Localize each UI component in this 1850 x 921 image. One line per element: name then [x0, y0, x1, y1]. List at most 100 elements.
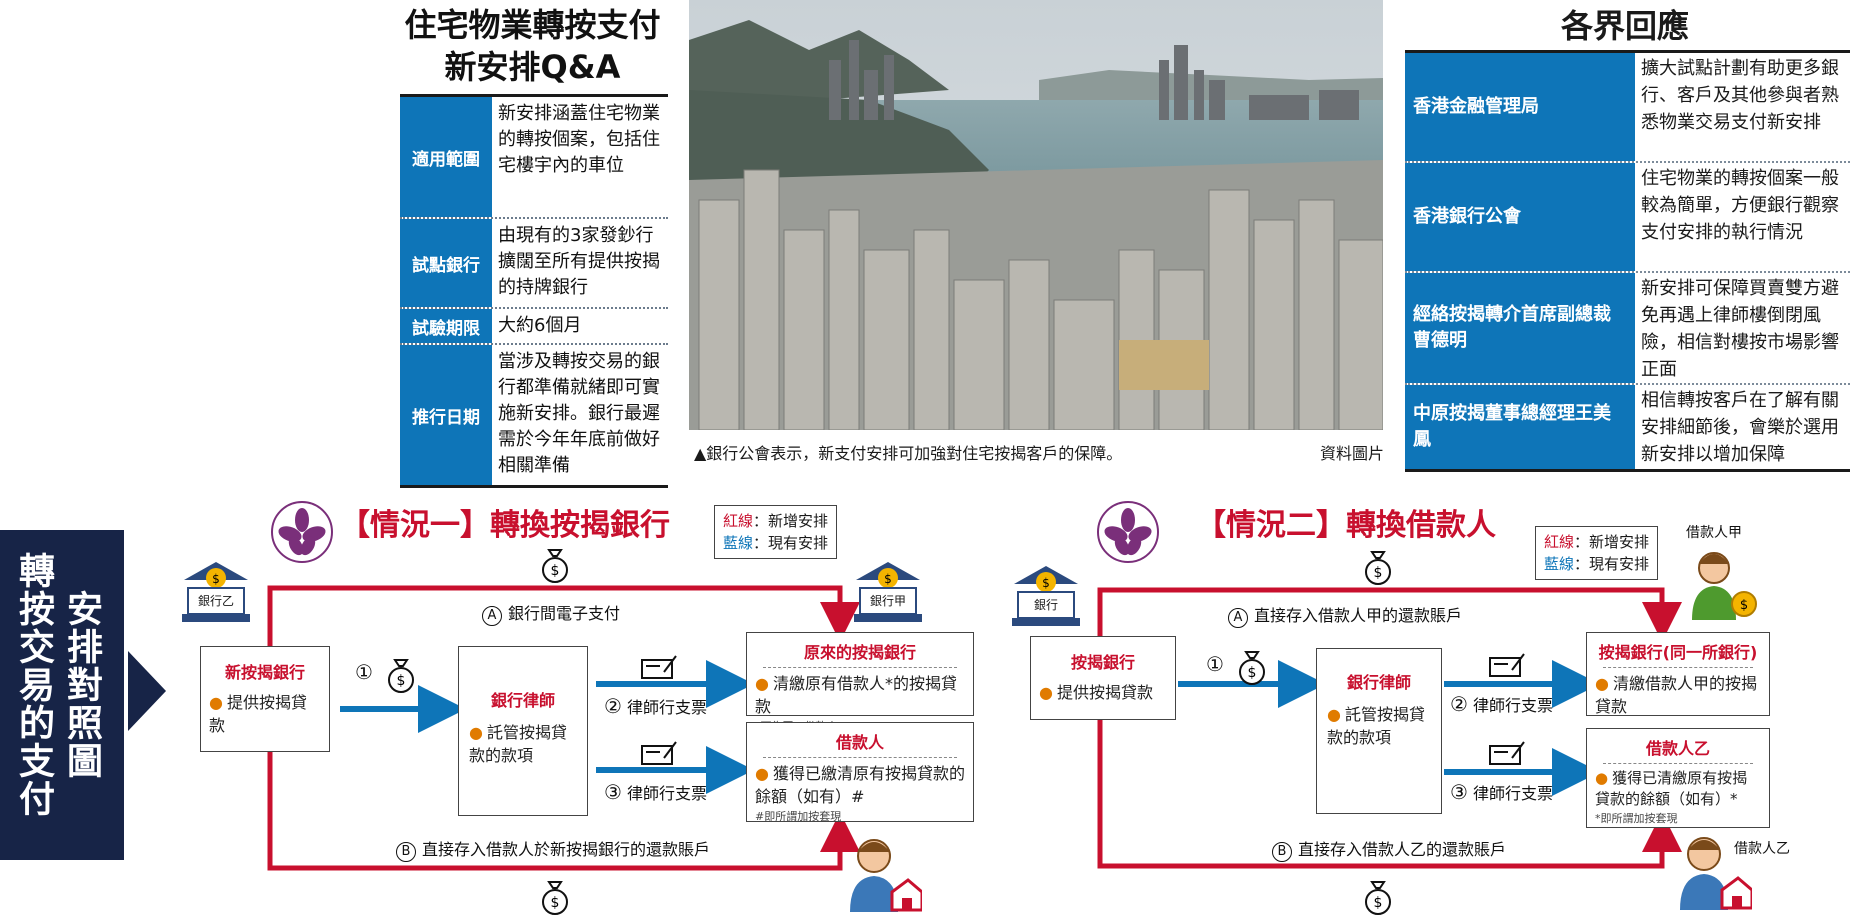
s1-step3-label: ③ 律師行支票 — [604, 780, 707, 804]
response-label: 香港銀行公會 — [1405, 163, 1635, 271]
money-bag-icon: $ — [1365, 881, 1391, 915]
s2-route-a-line — [1097, 587, 1682, 642]
cheque-icon — [1489, 653, 1525, 677]
s2-step2-num: ② — [1450, 692, 1468, 716]
bank-a-building-icon: $ 銀行甲 — [852, 558, 924, 626]
s1-route-b-line — [267, 752, 860, 871]
s2-lawyer-card: 銀行律師 ●託管按揭貸款的款項 — [1316, 648, 1442, 814]
s1-borrower-note: #即所謂加按套現 — [755, 810, 842, 823]
route-b-marker: B — [1272, 842, 1292, 862]
cheque-icon — [641, 741, 677, 765]
cheque-icon — [641, 655, 677, 679]
s2-borrower-b-title: 借款人乙 — [1645, 739, 1710, 758]
s1-borrower-text: 獲得已繳清原有按揭貸款的餘額（如有）# — [755, 764, 965, 806]
qa-table: 適用範圍 新安排涵蓋住宅物業的轉按個案，包括住宅樓宇內的車位 試點銀行 由現有的… — [400, 94, 668, 488]
s2-route-a-label: A 直接存入借款人甲的還款賬戶 — [1228, 602, 1462, 628]
s2-lawyer-text: 託管按揭貸款的款項 — [1327, 705, 1425, 747]
borrower-b-person-icon — [1680, 837, 1752, 910]
scenario1-legend: 紅線：新增安排 藍線：現有安排 — [714, 505, 838, 559]
response-label: 中原按揭董事總經理王美鳳 — [1405, 385, 1635, 469]
s2-route-b-text: 直接存入借款人乙的還款賬戶 — [1298, 840, 1507, 859]
qa-title: 住宅物業轉按支付 新安排Q&A — [395, 4, 670, 88]
s1-lawyer-text: 託管按揭貸款的款項 — [469, 723, 567, 765]
s1-lawyer-card: 銀行律師 ●託管按揭貸款的款項 — [458, 646, 588, 816]
photo-caption-row: ▲銀行公會表示，新支付安排可加強對住宅按揭客戶的保障。 資料圖片 — [694, 440, 1384, 464]
s2-step2-text: 律師行支票 — [1473, 696, 1554, 715]
qa-value: 新安排涵蓋住宅物業的轉按個案，包括住宅樓宇內的車位 — [498, 103, 660, 176]
svg-text:$: $ — [1374, 895, 1383, 911]
legend-red-word: 紅線 — [723, 512, 754, 530]
s1-step2-text: 律師行支票 — [627, 698, 708, 717]
s2-same-bank-card: 按揭銀行(同一所銀行) ●清繳借款人甲的按揭貸款 — [1586, 632, 1770, 716]
s2-step3-label: ③ 律師行支票 — [1450, 780, 1553, 804]
s2-step3-num: ③ — [1450, 780, 1468, 804]
response-value: 擴大試點計劃有助更多銀行、客戶及其他參與者熟悉物業交易支付新安排 — [1641, 58, 1839, 133]
borrower-a-person-icon: $ — [1692, 552, 1757, 620]
bauhinia-emblem-icon — [271, 501, 333, 563]
borrower-person-icon — [850, 839, 922, 912]
response-label: 香港金融管理局 — [1405, 53, 1635, 161]
s1-new-bank-card: 新按揭銀行 ●提供按揭貸款 — [200, 646, 330, 752]
s1-route-a-line — [267, 585, 860, 646]
qa-label: 試驗期限 — [400, 309, 492, 343]
s1-borrower-card: 借款人 ●獲得已繳清原有按揭貸款的餘額（如有）# #即所謂加按套現 — [746, 722, 974, 823]
money-bag-icon: $ — [1239, 651, 1265, 685]
s1-step3-num: ③ — [604, 780, 622, 804]
qa-label: 適用範圍 — [400, 97, 492, 217]
response-row: 中原按揭董事總經理王美鳳 相信轉按客戶在了解有關安排細節後，會樂於選用新安排以增… — [1405, 385, 1850, 472]
s2-step1: ① — [1206, 652, 1224, 676]
responses-title: 各界回應 — [1560, 7, 1689, 45]
s2-lender-title: 按揭銀行 — [1070, 653, 1135, 672]
s2-lender-card: 按揭銀行 ●提供按揭貸款 — [1030, 636, 1176, 720]
sidebar-title-col1: 安排對照圖 — [61, 590, 102, 780]
qa-title-line2: 新安排Q&A — [444, 48, 621, 86]
response-row: 經絡按揭轉介首席副總裁曹德明 新安排可保障買賣雙方避免再遇上律師樓倒閉風險，相信… — [1405, 273, 1850, 385]
cheque-icon — [1489, 741, 1525, 765]
money-bag-icon: $ — [542, 881, 568, 915]
bank-label: 銀行 — [1033, 598, 1058, 612]
s2-borrower-b-text: 獲得已清繳原有按揭貸款的餘額（如有）* — [1595, 769, 1748, 808]
bank-b-label: 銀行乙 — [197, 594, 234, 608]
legend-blue-word: 藍線 — [1544, 555, 1575, 573]
legend-blue-text: ：現有安排 — [753, 534, 829, 552]
qa-label: 推行日期 — [400, 345, 492, 485]
s2-route-a-text: 直接存入借款人甲的還款賬戶 — [1254, 606, 1463, 625]
s1-step2-label: ② 律師行支票 — [604, 694, 707, 718]
qa-value: 當涉及轉按交易的銀行都準備就緒即可實施新安排。銀行最遲需於今年年底前做好相關準備 — [498, 351, 660, 476]
s1-original-bank-text: 清繳原有借款人*的按揭貸款 — [755, 674, 957, 716]
money-bag-icon: $ — [1365, 551, 1391, 585]
photo-caption: ▲銀行公會表示，新支付安排可加強對住宅按揭客戶的保障。 — [694, 444, 1123, 463]
svg-text:$: $ — [397, 673, 406, 689]
response-value: 相信轉按客戶在了解有關安排細節後，會樂於選用新安排以增加保障 — [1641, 390, 1839, 465]
svg-text:$: $ — [551, 895, 560, 911]
sidebar-title-box: 安排對照圖 轉按交易的支付 — [0, 530, 124, 860]
qa-value: 由現有的3家發鈔行擴闊至所有提供按揭的持牌銀行 — [498, 225, 660, 298]
svg-text:$: $ — [1248, 665, 1257, 681]
s2-route-b-label: B 直接存入借款人乙的還款賬戶 — [1272, 836, 1506, 862]
borrower-b-label: 借款人乙 — [1734, 841, 1790, 857]
legend-red-text: ：新增安排 — [1574, 533, 1650, 551]
bank-building-icon: $ 銀行 — [1010, 562, 1082, 630]
qa-label: 試點銀行 — [400, 219, 492, 307]
s2-route-b-line — [1097, 720, 1682, 869]
route-b-marker: B — [396, 842, 416, 862]
s2-lender-text: 提供按揭貸款 — [1056, 683, 1153, 702]
sidebar-arrow — [128, 651, 166, 731]
responses-table: 香港金融管理局 擴大試點計劃有助更多銀行、客戶及其他參與者熟悉物業交易支付新安排… — [1405, 50, 1850, 472]
response-row: 香港銀行公會 住宅物業的轉按個案一般較為簡單，方便銀行觀察支付安排的執行情況 — [1405, 163, 1850, 273]
s1-original-bank-card: 原來的按揭銀行 ●清繳原有借款人*的按揭貸款 *可為同一借款人 — [746, 632, 974, 733]
s2-lawyer-title: 銀行律師 — [1346, 673, 1411, 692]
s1-new-bank-title: 新按揭銀行 — [224, 663, 305, 682]
response-value: 住宅物業的轉按個案一般較為簡單，方便銀行觀察支付安排的執行情況 — [1641, 168, 1839, 243]
response-label: 經絡按揭轉介首席副總裁曹德明 — [1405, 273, 1635, 383]
legend-red-text: ：新增安排 — [753, 512, 829, 530]
route-a-marker: A — [1228, 608, 1248, 628]
legend-blue-text: ：現有安排 — [1574, 555, 1650, 573]
qa-row: 試驗期限 大約6個月 — [400, 309, 668, 345]
s1-lawyer-title: 銀行律師 — [490, 691, 555, 710]
route-a-marker: A — [482, 606, 502, 626]
bank-b-building-icon: $ 銀行乙 — [180, 558, 252, 626]
svg-text:$: $ — [884, 572, 892, 586]
s1-step2-num: ② — [604, 694, 622, 718]
